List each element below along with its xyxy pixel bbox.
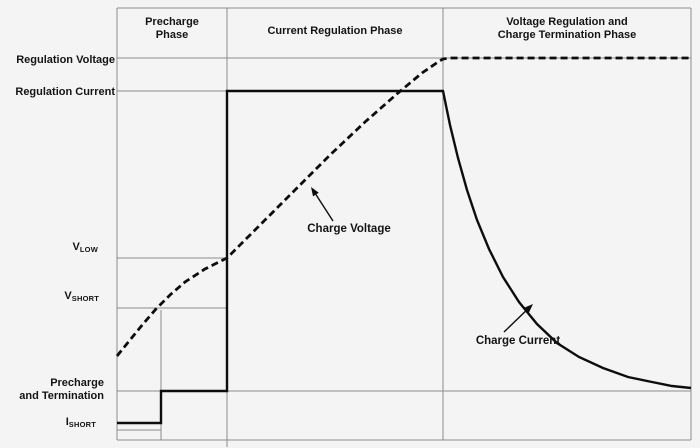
axis-label-v-short: VSHORT [64, 290, 99, 305]
precharge-label-line2: and Termination [19, 390, 104, 402]
phase-header-precharge: Precharge Phase [117, 16, 227, 42]
i-short-symbol: I [65, 416, 69, 428]
i-short-subscript: SHORT [68, 420, 96, 429]
precharge-label-line1: Precharge [50, 377, 104, 389]
phase-header-current-regulation: Current Regulation Phase [227, 25, 443, 38]
axis-label-regulation-voltage: Regulation Voltage [16, 54, 115, 66]
phase-header-voltage-regulation: Voltage Regulation and Charge Terminatio… [443, 16, 691, 42]
phase-header-precharge-line2: Phase [155, 29, 189, 41]
v-low-symbol: V [72, 241, 80, 253]
v-low-subscript: LOW [79, 245, 98, 254]
axis-label-regulation-current: Regulation Current [15, 86, 115, 98]
phase-header-voltage-regulation-line1: Voltage Regulation and [506, 16, 628, 28]
curve-label-charge-current: Charge Current [475, 335, 561, 347]
axis-label-i-short: ISHORT [66, 416, 96, 431]
curve-label-charge-voltage: Charge Voltage [307, 223, 391, 235]
phase-header-voltage-regulation-line2: Charge Termination Phase [497, 29, 637, 41]
v-short-symbol: V [64, 290, 72, 302]
phase-header-current-regulation-line1: Current Regulation Phase [267, 25, 403, 37]
axis-label-v-low: VLOW [73, 241, 98, 256]
axis-label-precharge-termination: Precharge and Termination [19, 377, 104, 403]
phase-header-precharge-line1: Precharge [145, 16, 199, 28]
v-short-subscript: SHORT [71, 294, 99, 303]
